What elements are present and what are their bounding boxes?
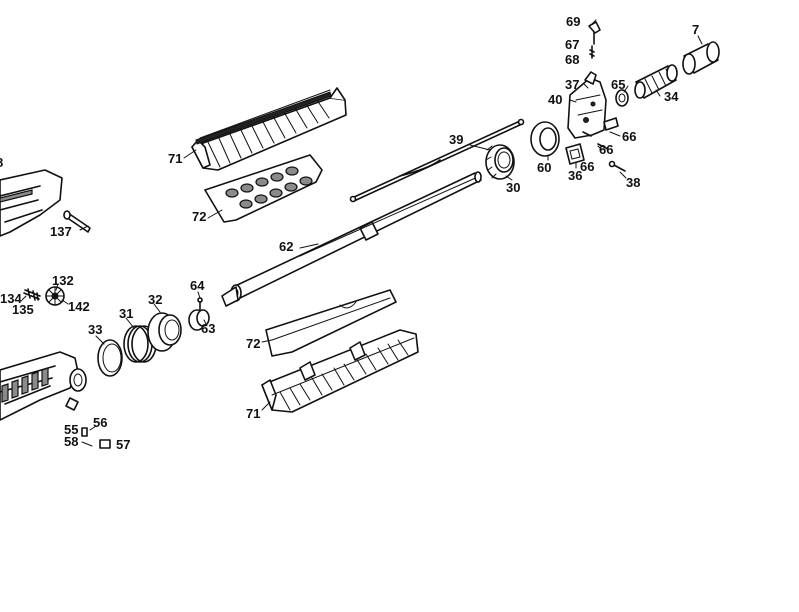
callout-71-bottom: 71: [246, 406, 260, 421]
callout-66b: 66: [599, 142, 613, 157]
handguard-cap: [530, 121, 560, 157]
callout-68: 68: [565, 52, 579, 67]
spring-134-icon: [23, 288, 41, 301]
callout-137: 137: [50, 224, 72, 239]
callout-66c: 66: [580, 159, 594, 174]
taper-pins-66-icon: [582, 131, 609, 150]
sight-post-69-icon: [588, 21, 601, 45]
pin-137-icon: [63, 210, 91, 233]
barrel: [221, 171, 482, 307]
gas-tube-roll-pin-64-63: [188, 297, 210, 331]
callout-58: 58: [64, 434, 78, 449]
compensator-sleeve: [682, 41, 720, 75]
callout-34: 34: [664, 89, 679, 104]
callout-67: 67: [565, 37, 579, 52]
sling-swivel-36-icon: [565, 143, 585, 165]
callout-38: 38: [626, 175, 640, 190]
barrel-nut: [485, 144, 515, 180]
snap-ring-33: [97, 339, 123, 377]
callout-31: 31: [119, 306, 133, 321]
callout-7: 7: [692, 22, 699, 37]
callout-132: 132: [52, 273, 74, 288]
leader-lines: [21, 19, 703, 431]
parts-55-56-58-icon: [81, 427, 111, 449]
heat-shield-top: [204, 154, 323, 223]
callout-63: 63: [201, 321, 215, 336]
upper-receiver-partial-top: [0, 169, 63, 237]
gear-132-icon: [45, 286, 65, 306]
callout-33: 33: [88, 322, 102, 337]
callout-71-top: 71: [168, 151, 182, 166]
callout-134: 134: [0, 291, 22, 306]
pin-38-icon: [608, 160, 626, 172]
callout-142: 142: [68, 299, 90, 314]
callout-72-bottom: 72: [246, 336, 260, 351]
callout-36: 36: [568, 168, 582, 183]
callout-62: 62: [279, 239, 293, 254]
heat-shield-bottom: [265, 289, 397, 357]
upper-handguard-top: [191, 87, 347, 171]
upper-receiver-partial-bottom: [0, 351, 87, 421]
lower-handguard: [261, 329, 419, 413]
callout-65: 65: [611, 77, 625, 92]
callout-labels: 69 7 67 68 37 65 40 34 39 66 66 66 71 60…: [0, 14, 699, 452]
callout-55: 55: [64, 422, 78, 437]
callout-40: 40: [548, 92, 562, 107]
callout-57: 57: [116, 437, 130, 452]
gas-tube: [349, 118, 525, 203]
callout-66a: 66: [622, 129, 636, 144]
callout-8: 8: [0, 155, 3, 170]
callout-64: 64: [190, 278, 205, 293]
callout-69: 69: [566, 14, 580, 29]
front-sight-base: [567, 71, 619, 139]
callout-39: 39: [449, 132, 463, 147]
delta-ring-32: [147, 312, 182, 352]
callout-30: 30: [506, 180, 520, 195]
callout-56: 56: [93, 415, 107, 430]
callout-60: 60: [537, 160, 551, 175]
callout-72-top: 72: [192, 209, 206, 224]
callout-32: 32: [148, 292, 162, 307]
flash-suppressor: [634, 64, 678, 99]
detent-67-68-icon: [589, 45, 595, 59]
callout-37: 37: [565, 77, 579, 92]
callout-135: 135: [12, 302, 34, 317]
washer-65-icon: [615, 89, 629, 107]
